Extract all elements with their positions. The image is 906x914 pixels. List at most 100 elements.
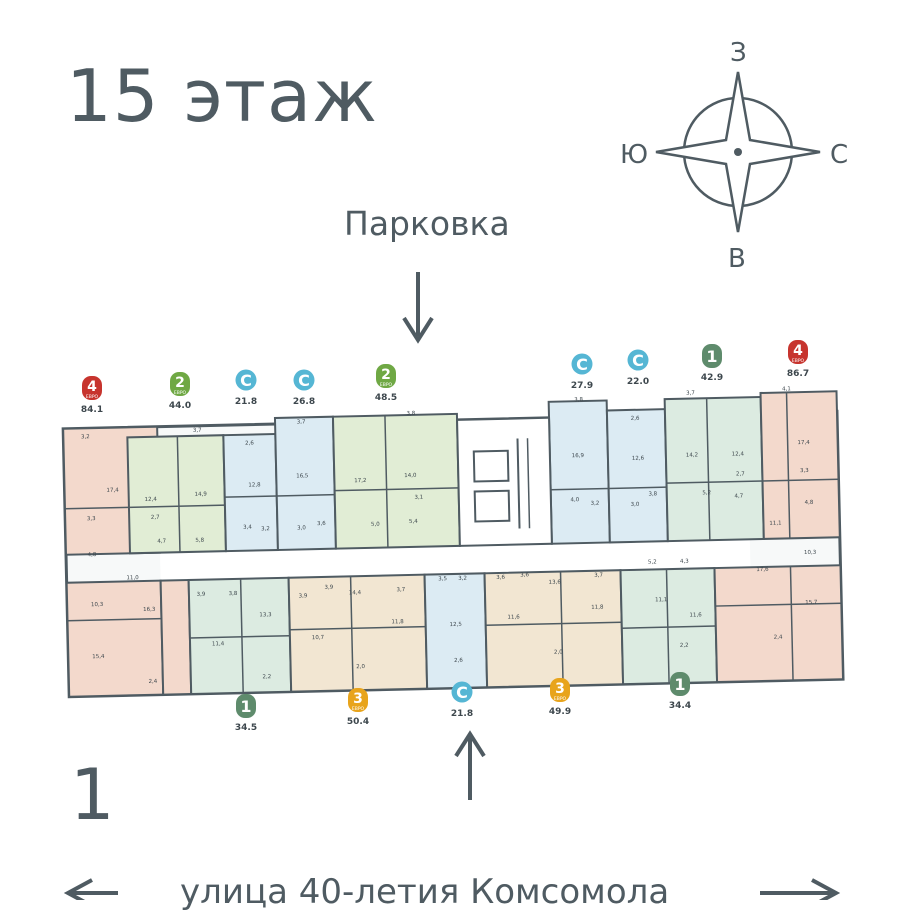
badge-euro-label: ЕВРО	[86, 394, 99, 400]
badge-rooms-label: С	[576, 355, 588, 374]
apartment-badge[interactable]: 134.5	[235, 694, 257, 733]
room-area-label: 11,1	[769, 521, 781, 527]
room-area-label: 10,3	[804, 550, 817, 556]
room-area-label: 17,4	[797, 440, 810, 446]
badge-rooms-label: С	[632, 351, 644, 370]
room-area-label: 3,1	[414, 495, 423, 501]
apartment-area-label: 84.1	[81, 405, 103, 415]
room-area-label: 3,6	[317, 521, 326, 527]
interior-wall	[384, 415, 389, 548]
apartment-area-label: 34.5	[235, 723, 257, 733]
building-plan: 3,217,43,34,810,315,411,016,32,43,712,41…	[61, 386, 845, 699]
room-area-label: 11,1	[655, 597, 667, 603]
room-count-badge-icon	[670, 672, 690, 696]
badge-rooms-label: 4	[793, 343, 803, 359]
apartment-area-label: 22.0	[627, 377, 649, 387]
apartment-zone	[159, 578, 193, 696]
interior-wall	[276, 493, 335, 497]
apartment-zone	[605, 408, 669, 544]
interior-wall	[715, 602, 842, 607]
apartment-zone	[126, 434, 227, 555]
room-area-label: 3,4	[243, 525, 252, 531]
room-area-label: 17,2	[354, 478, 366, 484]
room-area-label: 3,2	[458, 576, 467, 582]
badge-euro-label: ЕВРО	[554, 696, 567, 702]
room-area-label: 15,7	[805, 600, 818, 606]
apartment-zone	[663, 395, 765, 543]
apartment-badge[interactable]: С 22.0	[627, 349, 649, 388]
room-area-label: 4,3	[680, 559, 689, 565]
room-area-label: 3,8	[574, 397, 583, 403]
room-area-label: 16,3	[143, 607, 156, 613]
apartment-zone	[483, 569, 625, 689]
apartment-zones	[62, 390, 845, 698]
apartment-badge[interactable]: С 21.8	[451, 681, 473, 720]
room-area-label: 4,8	[88, 552, 97, 558]
room-area-label: 2,7	[736, 471, 745, 477]
stair-lift-core	[456, 416, 553, 547]
interior-wall	[550, 487, 609, 491]
badge-euro-label: ЕВРО	[792, 358, 805, 364]
interior-wall	[666, 480, 763, 484]
room-area-label: 3,6	[496, 575, 505, 581]
room-area-label: 3,5	[438, 576, 447, 582]
room-count-badge-icon	[348, 688, 368, 712]
room-area-label: 2,2	[680, 643, 689, 649]
interior-wall	[67, 617, 162, 622]
room-count-badge-icon	[788, 340, 808, 364]
room-area-label: 3,9	[324, 585, 333, 591]
studio-badge-icon	[627, 349, 649, 371]
section-number: 1	[70, 754, 115, 836]
room-area-label: 10,3	[91, 602, 104, 608]
room-area-label: 3,7	[686, 390, 695, 396]
apartment-badge[interactable]: 142.9	[701, 344, 723, 383]
room-area-label: 11,0	[126, 575, 139, 581]
apartment-zone	[331, 412, 461, 550]
room-area-label: 12,6	[632, 456, 645, 462]
apartment-badge[interactable]: 134.4	[669, 672, 691, 711]
room-area-label: 4,1	[782, 386, 791, 392]
interior-wall	[334, 487, 459, 492]
interior-wall	[485, 621, 622, 627]
parking-label: Парковка	[344, 204, 510, 243]
room-area-label: 2,4	[774, 635, 783, 641]
compass-north-label: З	[730, 38, 747, 68]
room-area-label: 3,8	[406, 411, 415, 417]
badge-rooms-label: 3	[353, 691, 363, 707]
badge-rooms-label: С	[456, 683, 468, 702]
badge-rooms-label: 2	[381, 367, 391, 383]
room-area-label: 3,3	[87, 516, 96, 522]
apartment-area-label: 21.8	[451, 709, 473, 719]
room-area-label: 13,3	[259, 612, 272, 618]
room-area-label: 3,2	[81, 434, 90, 440]
room-area-label: 16,9	[572, 453, 585, 459]
interior-wall	[176, 436, 181, 553]
room-area-label: 3,2	[261, 526, 270, 532]
apartment-badges: 4ЕВРО84.12ЕВРО44.0С21.8С26.82ЕВРО48.5С27…	[81, 340, 809, 733]
room-count-badge-icon	[702, 344, 722, 368]
room-count-badge-icon	[82, 376, 102, 400]
interior-wall	[705, 398, 711, 541]
room-count-badge-icon	[236, 694, 256, 718]
room-area-label: 3,7	[594, 573, 603, 579]
apartment-badge[interactable]: С27.9	[571, 353, 593, 392]
room-area-label: 14,9	[194, 492, 207, 498]
room-area-label: 2,6	[454, 658, 463, 664]
room-area-label: 3,7	[396, 587, 405, 593]
room-area-label: 14,0	[404, 473, 417, 479]
room-area-label: 3,9	[197, 592, 206, 598]
room-area-label: 12,5	[450, 622, 463, 628]
apartment-badge[interactable]: С26.8	[293, 369, 315, 408]
room-area-label: 2,7	[151, 515, 160, 521]
apartment-badge[interactable]: С21.8	[235, 369, 257, 408]
room-area-label: 4,7	[157, 538, 166, 544]
apartment-area-label: 44.0	[169, 401, 191, 411]
